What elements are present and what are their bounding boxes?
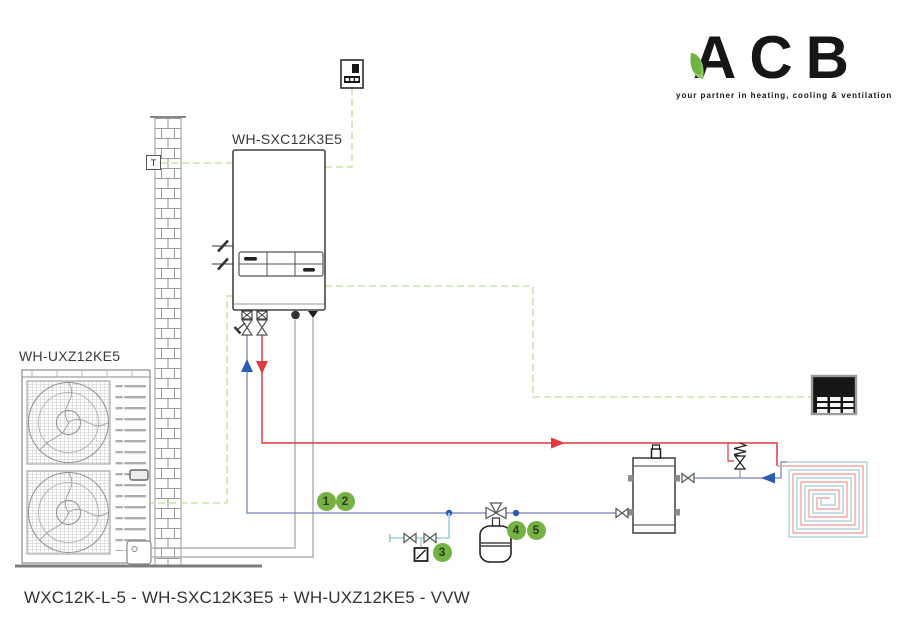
caption: WXC12K-L-5 - WH-SXC12K3E5 + WH-UXZ12KE5 … bbox=[24, 588, 470, 607]
shutoff-valve bbox=[615, 472, 695, 519]
bottom-fittings bbox=[241, 310, 318, 320]
supply-pipe-red bbox=[256, 334, 778, 466]
flow-arrow-blue-left bbox=[761, 472, 775, 484]
flow-arrow-red-right bbox=[551, 437, 565, 449]
indoor-unit-label: WH-SXC12K3E5 bbox=[232, 131, 343, 147]
cable-wall-controller bbox=[326, 88, 353, 168]
brick-wall bbox=[150, 116, 186, 567]
refrigerant-connection-symbols bbox=[212, 239, 233, 271]
control-panel bbox=[238, 251, 324, 277]
wall-controller-icon bbox=[340, 59, 364, 89]
fan-grille-bottom bbox=[26, 470, 111, 555]
fill-loop bbox=[389, 513, 450, 562]
room-thermostat-icon bbox=[810, 374, 858, 416]
safety-valve bbox=[733, 442, 748, 470]
callout-2: 2 bbox=[335, 491, 355, 511]
callout-1: 1 bbox=[316, 491, 336, 511]
control-cables bbox=[151, 88, 811, 504]
return-pipe-blue bbox=[241, 334, 787, 517]
shutoff-valve bbox=[403, 532, 437, 544]
outdoor-unit-label: WH-UXZ12KE5 bbox=[19, 348, 121, 364]
callout-5: 5 bbox=[526, 520, 546, 540]
loop-supply-red bbox=[777, 465, 864, 534]
callout-3: 3 bbox=[432, 542, 452, 562]
callout-4: 4 bbox=[506, 520, 526, 540]
refrigerant-lines bbox=[151, 318, 314, 558]
indoor-unit bbox=[212, 149, 326, 336]
expansion-vessel bbox=[479, 517, 512, 563]
drain-fill-symbol bbox=[413, 547, 429, 562]
loop-return-blue bbox=[787, 461, 868, 538]
air-vent bbox=[650, 444, 662, 459]
cable-room-thermostat bbox=[325, 285, 811, 398]
flow-arrow-red-down bbox=[256, 361, 268, 374]
drain-valve bbox=[233, 322, 246, 335]
floor-heating-loop bbox=[777, 461, 868, 538]
shutoff-valve bbox=[240, 319, 269, 336]
side-louvers bbox=[115, 383, 146, 551]
acb-logo-text: ACB bbox=[693, 24, 862, 91]
tank-stubs bbox=[628, 475, 680, 516]
three-way-valve bbox=[485, 502, 507, 520]
cable-outdoor-unit bbox=[151, 295, 233, 504]
outdoor-unit bbox=[21, 369, 152, 565]
name-plate bbox=[129, 469, 149, 481]
pipe-junction-dot bbox=[512, 509, 520, 517]
acb-logo: ACB your partner in heating, cooling & v… bbox=[676, 24, 893, 101]
pipe-connection-box bbox=[126, 540, 152, 565]
acb-tagline: your partner in heating, cooling & venti… bbox=[676, 91, 893, 100]
flow-arrow-blue-up bbox=[241, 359, 253, 372]
fan-grille-top bbox=[26, 380, 111, 465]
buffer-tank bbox=[615, 444, 695, 534]
room-thermostat-t: T bbox=[146, 155, 161, 170]
